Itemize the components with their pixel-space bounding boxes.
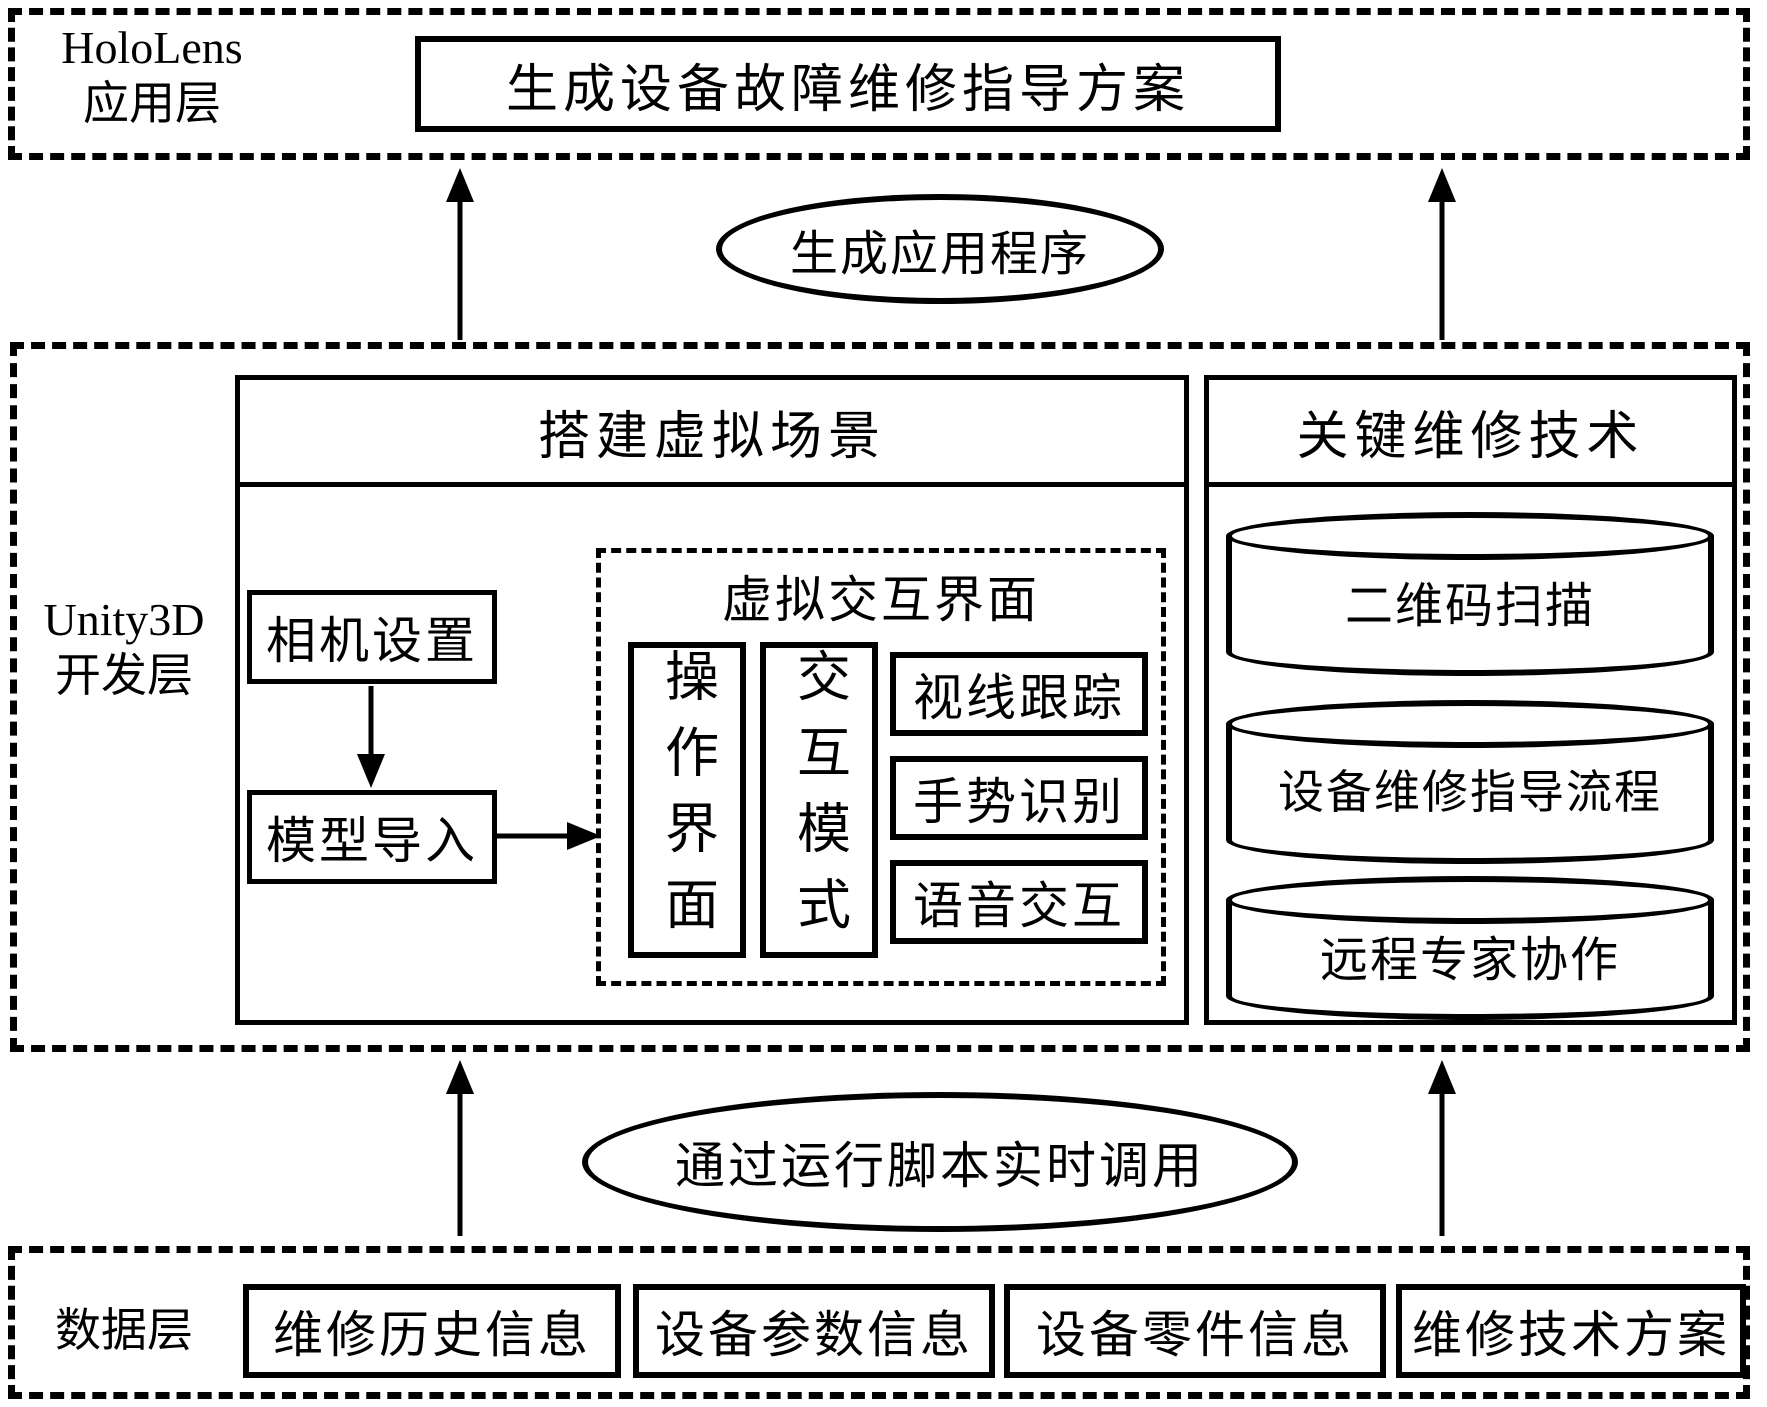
repair-technology-plan-box: 维修技术方案 [1396,1284,1746,1378]
gesture-recognition-box: 手势识别 [890,756,1148,840]
gaze-tracking-box: 视线跟踪 [890,652,1148,736]
runtime-script-call-ellipse: 通过运行脚本实时调用 [582,1092,1298,1232]
unity3d-dev-layer-label-line2: 开发层 [55,650,193,702]
repair-guidance-output-box: 生成设备故障维修指导方案 [415,36,1281,132]
build-virtual-scene-header: 搭建虚拟场景 [240,380,1184,487]
arrow-shaft [1439,196,1445,340]
qr-code-scan-label: 二维码扫描 [1344,580,1595,633]
interaction-mode-label: 交互模式 [788,648,849,952]
key-repair-technology-header: 关键维修技术 [1209,380,1732,487]
hololens-app-layer-label: HoloLens 应用层 [18,20,286,132]
model-import-box: 模型导入 [247,790,497,884]
equipment-parts-info-box: 设备零件信息 [1004,1284,1386,1378]
voice-interaction-box: 语音交互 [890,860,1148,944]
remote-expert-collaboration-label: 远程专家协作 [1319,934,1620,987]
arrow-head-icon [1428,1060,1456,1094]
cylinder-top [1226,512,1714,560]
hololens-app-layer-box [8,8,1750,160]
arrow-head-icon [1428,168,1456,202]
operation-interface-label: 操作界面 [656,648,717,952]
arrow-shaft [457,196,463,340]
arrow-shaft [457,1088,463,1236]
unity3d-dev-layer-label: Unity3D 开发层 [12,592,236,704]
virtual-interaction-interface-title: 虚拟交互界面 [722,572,1040,628]
equipment-parameter-info-box: 设备参数信息 [633,1284,995,1378]
interaction-mode-vertical-box: 交互模式 [760,642,878,958]
arrow-head-icon [446,168,474,202]
arrow-shaft [1439,1088,1445,1236]
data-layer-label: 数据层 [55,1304,193,1356]
operation-interface-vertical-box: 操作界面 [628,642,746,958]
repair-guidance-process-label: 设备维修指导流程 [1278,767,1662,818]
arrow-up-top-left [444,168,476,340]
hololens-app-layer-label-line1: HoloLens [61,22,243,73]
arrow-up-bottom-right [1426,1060,1458,1236]
arrow-head-icon [446,1060,474,1094]
repair-history-info-box: 维修历史信息 [243,1284,621,1378]
generate-application-ellipse: 生成应用程序 [716,194,1164,304]
arrow-up-bottom-left [444,1060,476,1236]
arrow-up-top-right [1426,168,1458,340]
hololens-app-layer-label-line2: 应用层 [83,78,221,130]
virtual-interaction-interface-box [596,548,1166,986]
qr-code-scan-cylinder: 二维码扫描 [1226,512,1714,676]
camera-settings-box: 相机设置 [247,590,497,684]
cylinder-top [1226,876,1714,924]
cylinder-top [1226,700,1714,748]
remote-expert-collaboration-cylinder: 远程专家协作 [1226,876,1714,1020]
unity3d-dev-layer-label-line1: Unity3D [43,594,205,645]
repair-guidance-process-cylinder: 设备维修指导流程 [1226,700,1714,864]
